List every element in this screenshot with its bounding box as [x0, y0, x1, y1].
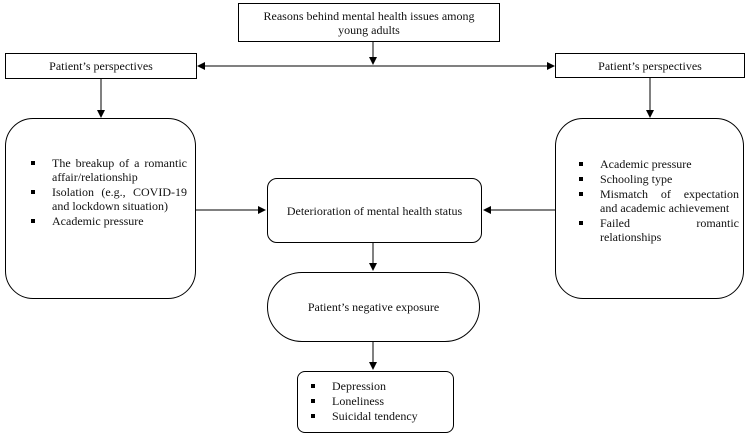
deterioration-box: Deterioration of mental health status — [267, 178, 482, 243]
right-perspective-label: Patient’s perspectives — [598, 58, 702, 73]
left-perspective-header: Patient’s perspectives — [5, 53, 197, 79]
right-perspective-header: Patient’s perspectives — [555, 53, 745, 78]
list-item: Failed romantic relationships — [572, 216, 739, 244]
top-title-text: Reasons behind mental health issues amon… — [263, 8, 475, 37]
list-item: Depression — [304, 379, 449, 393]
list-item: Suicidal tendency — [304, 409, 449, 423]
list-item: Schooling type — [572, 172, 739, 186]
left-reasons-list: The breakup of a romantic affair/relatio… — [5, 118, 196, 299]
left-perspective-label: Patient’s perspectives — [49, 59, 153, 73]
list-item: Isolation (e.g., COVID-19 and lockdown s… — [24, 185, 187, 213]
top-title-box: Reasons behind mental health issues amon… — [238, 3, 500, 42]
list-item: Mismatch of expectation and academic ach… — [572, 187, 739, 215]
right-reasons-list: Academic pressure Schooling type Mismatc… — [555, 118, 744, 299]
outcome-list-box: Depression Loneliness Suicidal tendency — [297, 371, 454, 433]
negative-exposure-box: Patient’s negative exposure — [267, 272, 480, 342]
list-item: Loneliness — [304, 394, 449, 408]
list-item: The breakup of a romantic affair/relatio… — [24, 156, 187, 184]
list-item: Academic pressure — [572, 157, 739, 171]
negative-exposure-text: Patient’s negative exposure — [307, 300, 440, 314]
deterioration-text: Deterioration of mental health status — [286, 203, 463, 218]
list-item: Academic pressure — [24, 214, 187, 228]
